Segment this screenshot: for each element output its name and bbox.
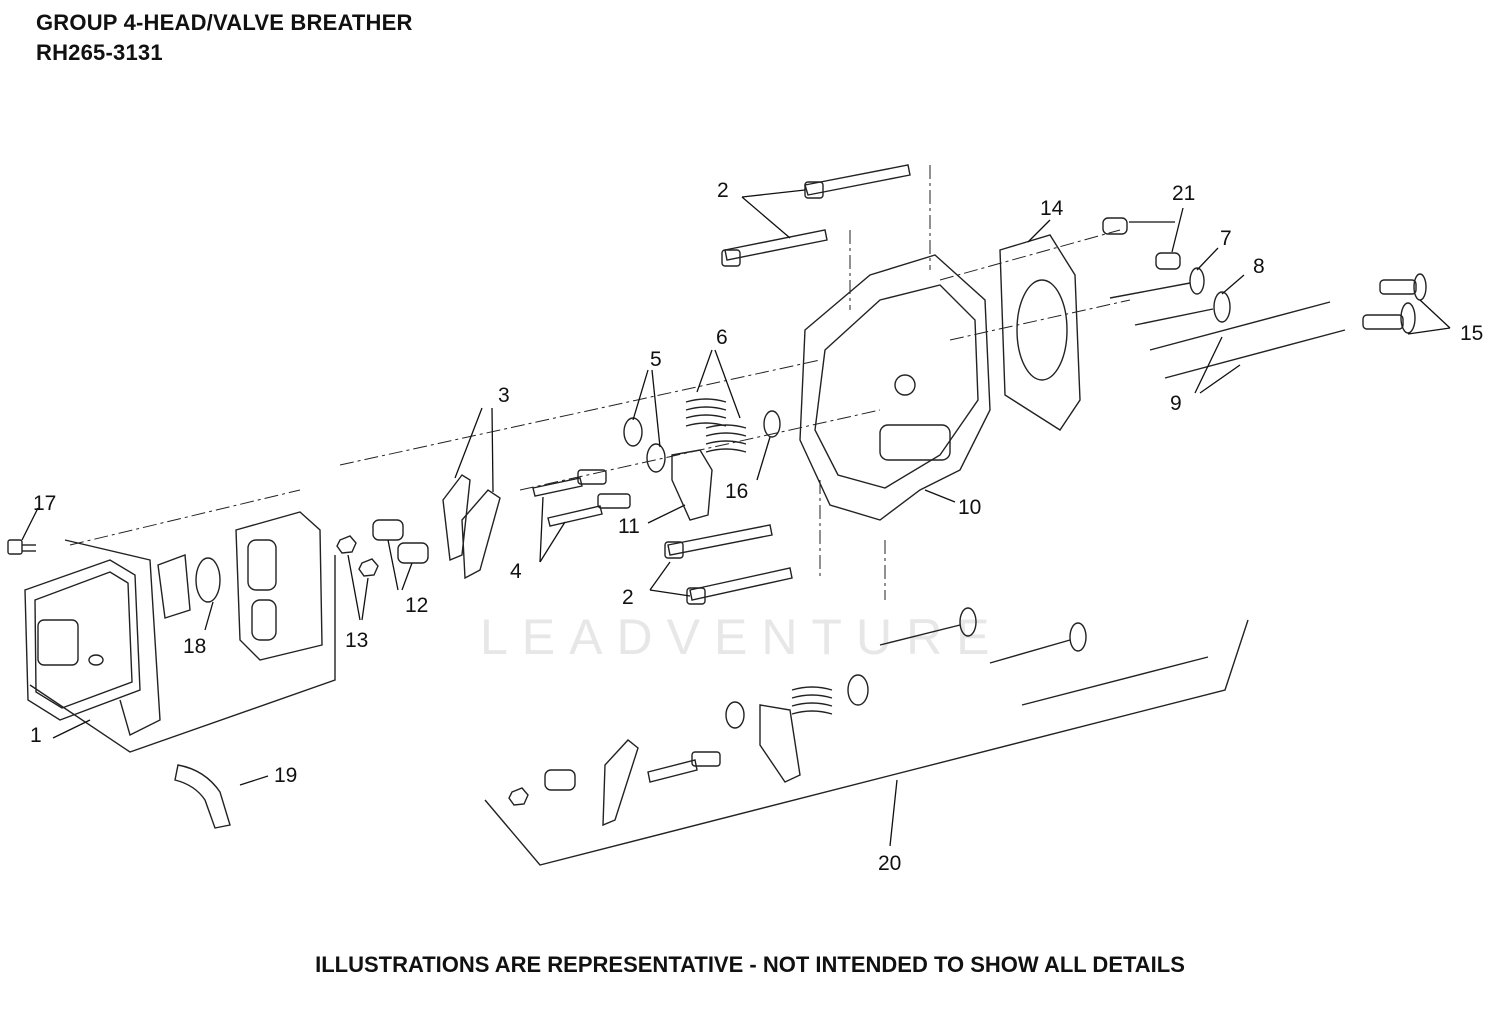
model-number: RH265-3131 bbox=[36, 40, 163, 65]
diagram-title: GROUP 4-HEAD/VALVE BREATHER bbox=[36, 10, 413, 35]
spring-retainers-5 bbox=[623, 417, 666, 473]
watermark: LEADVENTURE bbox=[480, 609, 1004, 665]
callout-19: 19 bbox=[274, 764, 297, 787]
callout-3: 3 bbox=[498, 384, 510, 407]
tappets-15 bbox=[1362, 273, 1427, 334]
callout-numbers: 1 2 2 3 4 5 6 7 8 9 10 11 12 13 14 15 16… bbox=[30, 179, 1483, 875]
rocker-studs-4 bbox=[532, 469, 631, 527]
guide-plate-11 bbox=[671, 449, 713, 521]
breather-hose-19 bbox=[174, 764, 231, 829]
callout-18: 18 bbox=[183, 635, 206, 658]
callout-1: 1 bbox=[30, 724, 42, 747]
valve-cover bbox=[24, 539, 161, 737]
head-bolts-2 bbox=[664, 164, 911, 605]
callout-14: 14 bbox=[1040, 197, 1064, 220]
callout-12: 12 bbox=[405, 594, 428, 617]
callout-13: 13 bbox=[345, 629, 368, 652]
nuts-13 bbox=[336, 535, 379, 577]
valve-caps-21 bbox=[1102, 217, 1181, 270]
callout-4: 4 bbox=[510, 560, 522, 583]
alignment-lines bbox=[69, 165, 1131, 600]
cylinder-head-10 bbox=[799, 254, 991, 521]
pivot-adjusters-12 bbox=[372, 519, 429, 564]
bolt-17 bbox=[7, 539, 36, 555]
callout-5: 5 bbox=[650, 348, 662, 371]
callout-8: 8 bbox=[1253, 255, 1265, 278]
callout-21: 21 bbox=[1172, 182, 1195, 205]
valve-kit-20 bbox=[484, 607, 1249, 866]
disclaimer: ILLUSTRATIONS ARE REPRESENTATIVE - NOT I… bbox=[315, 952, 1185, 977]
leader-lines bbox=[21, 189, 1451, 847]
callout-7: 7 bbox=[1220, 227, 1232, 250]
callout-17: 17 bbox=[33, 492, 56, 515]
breather-18 bbox=[157, 554, 221, 619]
cover-gasket bbox=[235, 511, 323, 661]
callout-16: 16 bbox=[725, 480, 748, 503]
push-rods-9 bbox=[1149, 301, 1346, 379]
head-gasket-14 bbox=[999, 234, 1081, 431]
callout-6: 6 bbox=[716, 326, 728, 349]
callout-10: 10 bbox=[958, 496, 981, 519]
callout-11: 11 bbox=[618, 515, 640, 538]
valves-7-8 bbox=[1109, 267, 1231, 326]
callout-9: 9 bbox=[1170, 392, 1182, 415]
callout-2-top: 2 bbox=[717, 179, 729, 202]
callout-15: 15 bbox=[1460, 322, 1483, 345]
valve-springs-6 bbox=[685, 398, 747, 453]
callout-20: 20 bbox=[878, 852, 901, 875]
rocker-arms-3 bbox=[442, 474, 501, 580]
callout-2-bottom: 2 bbox=[622, 586, 634, 609]
valve-stem-seal-16 bbox=[763, 410, 781, 438]
